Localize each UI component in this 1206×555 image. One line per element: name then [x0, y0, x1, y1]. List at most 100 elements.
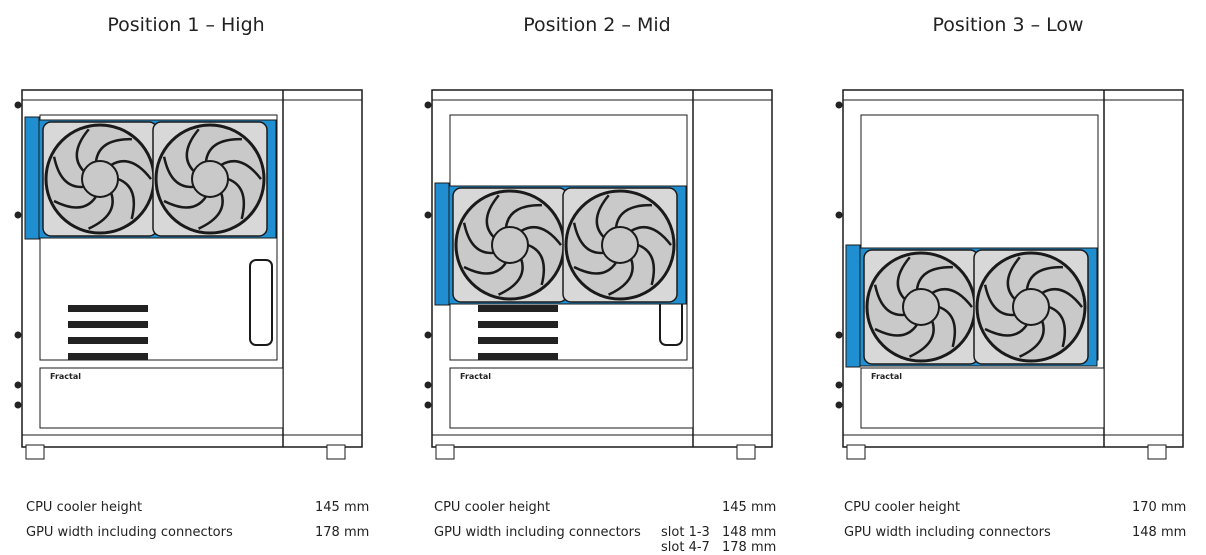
fan	[452, 187, 568, 303]
foot-right	[736, 444, 756, 460]
pcie-slot	[68, 353, 148, 360]
fan-blade	[485, 194, 500, 239]
fan-blade	[527, 243, 546, 286]
fan-blade	[204, 137, 242, 162]
fan-blade	[94, 137, 132, 162]
pcie-slot	[68, 337, 148, 344]
foot-left	[25, 444, 45, 460]
psu-shroud	[39, 367, 284, 429]
fan-blade	[909, 320, 935, 358]
fan-hub	[491, 226, 529, 264]
fan-hub	[601, 226, 639, 264]
spec-gpu-value-2b: 178 mm	[722, 540, 777, 555]
screw	[424, 101, 432, 109]
fan-blade	[504, 203, 542, 228]
fan-hub	[902, 288, 940, 326]
screw	[14, 331, 22, 339]
radiator-end-tank	[845, 244, 861, 368]
spec-gpu-value-1: 178 mm	[315, 525, 370, 540]
fan	[152, 121, 268, 237]
screw	[424, 401, 432, 409]
fan-blade	[614, 203, 652, 228]
fan-blade	[1025, 265, 1063, 290]
fan	[863, 249, 979, 365]
brand-logo: Fractal	[50, 372, 81, 381]
fan-blade	[75, 128, 90, 173]
spec-cpu-label-2: CPU cooler height	[434, 500, 551, 515]
pcie-slot	[478, 305, 558, 312]
fan-blade	[896, 256, 911, 301]
pcie-slot	[68, 305, 148, 312]
fan-blade	[984, 323, 1029, 337]
fan-blade	[53, 195, 98, 209]
fan-blade	[220, 160, 262, 180]
fan-blade	[88, 192, 114, 230]
pcie-slot	[478, 321, 558, 328]
fan-blade	[1041, 288, 1083, 308]
spec-gpu-label-2: GPU width including connectors	[434, 525, 641, 540]
screw	[835, 381, 843, 389]
screw	[14, 401, 22, 409]
screw	[14, 101, 22, 109]
spec-cpu-value-2: 145 mm	[722, 500, 777, 515]
spec-cpu-value-1: 145 mm	[315, 500, 370, 515]
screw	[835, 211, 843, 219]
screw	[424, 331, 432, 339]
pcie-slot	[478, 337, 558, 344]
spec-gpu-value-3: 148 mm	[1132, 525, 1187, 540]
spec-cpu-label-1: CPU cooler height	[26, 500, 143, 515]
foot-left	[435, 444, 455, 460]
psu-shroud	[860, 367, 1105, 429]
foot-right	[326, 444, 346, 460]
fan-blade	[462, 222, 494, 255]
brand-logo: Fractal	[871, 372, 902, 381]
fan-blade	[874, 323, 919, 337]
fan-blade	[463, 261, 508, 275]
fan-blade	[983, 284, 1015, 317]
spec-gpu-label-3: GPU width including connectors	[844, 525, 1051, 540]
fan-blade	[1006, 256, 1021, 301]
screw	[835, 101, 843, 109]
fan-blade	[931, 288, 973, 308]
title-position-3: Position 3 – Low	[932, 14, 1084, 36]
fan-blade	[573, 261, 618, 275]
foot-right	[1147, 444, 1167, 460]
case-diagram-position-2: Fractal	[424, 89, 773, 460]
fan-blade	[185, 128, 200, 173]
fan-blade	[163, 195, 208, 209]
fan-hub	[1012, 288, 1050, 326]
fan-blade	[1048, 305, 1067, 348]
foot-left	[846, 444, 866, 460]
pcie-slot	[478, 353, 558, 360]
fan-blade	[572, 222, 604, 255]
screw	[14, 381, 22, 389]
spec-gpu-slot-2a: slot 1-3	[661, 525, 710, 540]
screw	[424, 381, 432, 389]
fan-blade	[520, 226, 562, 246]
fan-blade	[227, 177, 246, 220]
fan-blade	[873, 284, 905, 317]
spec-cpu-label-3: CPU cooler height	[844, 500, 961, 515]
screw	[835, 331, 843, 339]
fan	[562, 187, 678, 303]
spec-cpu-value-3: 170 mm	[1132, 500, 1187, 515]
title-position-1: Position 1 – High	[107, 14, 265, 36]
screw	[424, 211, 432, 219]
fan-blade	[498, 258, 524, 296]
fan	[973, 249, 1089, 365]
psu-shroud	[449, 367, 694, 429]
fan-blade	[595, 194, 610, 239]
fan-blade	[938, 305, 957, 348]
screw	[14, 211, 22, 219]
fan-blade	[1019, 320, 1045, 358]
case-diagram-position-3: Fractal	[835, 89, 1184, 460]
radiator-end-tank	[434, 182, 450, 306]
case-diagram-position-1: Fractal	[14, 89, 363, 460]
fan-blade	[630, 226, 672, 246]
title-position-2: Position 2 – Mid	[523, 14, 671, 36]
fan-blade	[637, 243, 656, 286]
pcie-slot	[68, 321, 148, 328]
fan-blade	[110, 160, 152, 180]
fan-blade	[915, 265, 953, 290]
fan-blade	[52, 156, 84, 189]
